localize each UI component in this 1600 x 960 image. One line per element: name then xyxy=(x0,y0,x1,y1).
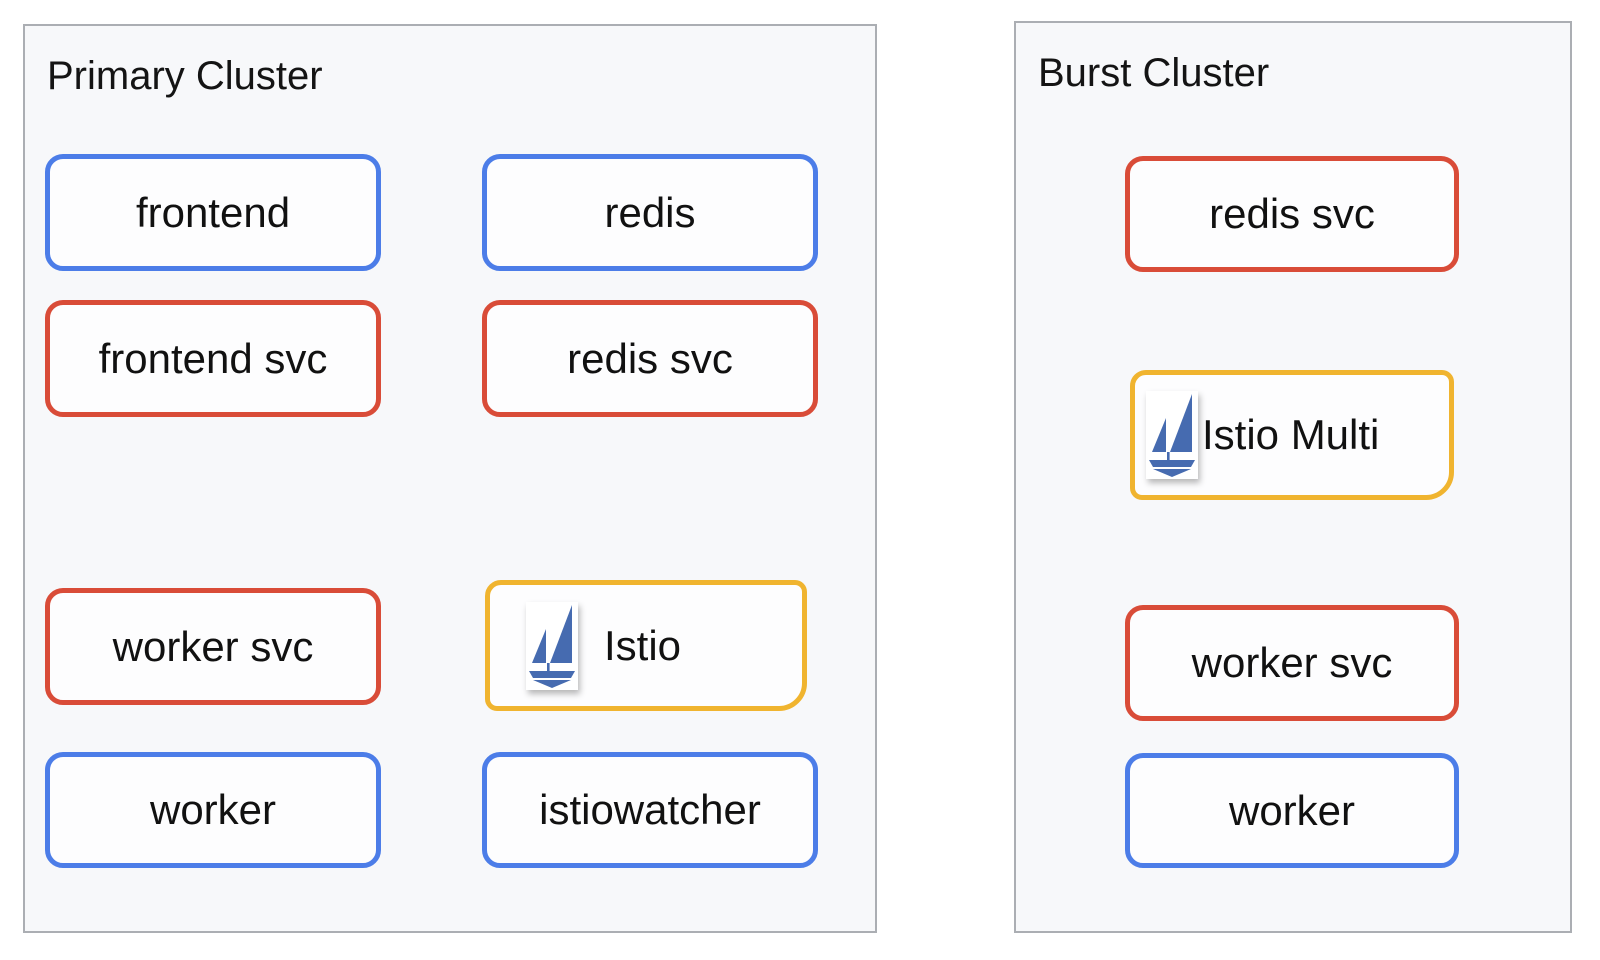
node-worker-svc: worker svc xyxy=(45,588,381,705)
node-label: worker xyxy=(1228,786,1356,834)
node-worker-burst: worker xyxy=(1125,753,1459,868)
istio-sailboat-icon xyxy=(526,601,578,690)
node-label: frontend svc xyxy=(98,334,328,382)
node-label: worker svc xyxy=(112,622,314,670)
istio-sailboat-icon xyxy=(1146,391,1198,479)
cluster-burst: Burst Cluster redis svc Istio Multi work… xyxy=(1014,21,1572,933)
node-istio-multi: Istio Multi xyxy=(1130,370,1454,500)
node-istio: Istio xyxy=(485,580,807,711)
cluster-primary-title: Primary Cluster xyxy=(47,54,323,98)
node-frontend: frontend xyxy=(45,154,381,271)
node-label: frontend xyxy=(135,188,291,236)
node-worker: worker xyxy=(45,752,381,868)
node-label: redis svc xyxy=(1209,190,1375,237)
node-label: istiowatcher xyxy=(539,786,761,833)
node-frontend-svc: frontend svc xyxy=(45,300,381,417)
node-label: worker svc xyxy=(1191,639,1393,686)
node-worker-svc-burst: worker svc xyxy=(1125,605,1459,721)
node-istiowatcher: istiowatcher xyxy=(482,752,818,868)
node-redis-svc-burst: redis svc xyxy=(1125,156,1459,272)
node-redis: redis xyxy=(482,154,818,271)
node-redis-svc: redis svc xyxy=(482,300,818,417)
cluster-burst-title: Burst Cluster xyxy=(1038,51,1270,95)
node-label: Istio Multi xyxy=(1202,411,1380,458)
node-label: redis svc xyxy=(567,334,733,382)
cluster-primary: Primary Cluster frontend redis frontend … xyxy=(23,24,877,933)
node-label: worker xyxy=(149,786,277,833)
node-label: redis xyxy=(604,188,696,236)
node-label: Istio xyxy=(604,621,682,669)
